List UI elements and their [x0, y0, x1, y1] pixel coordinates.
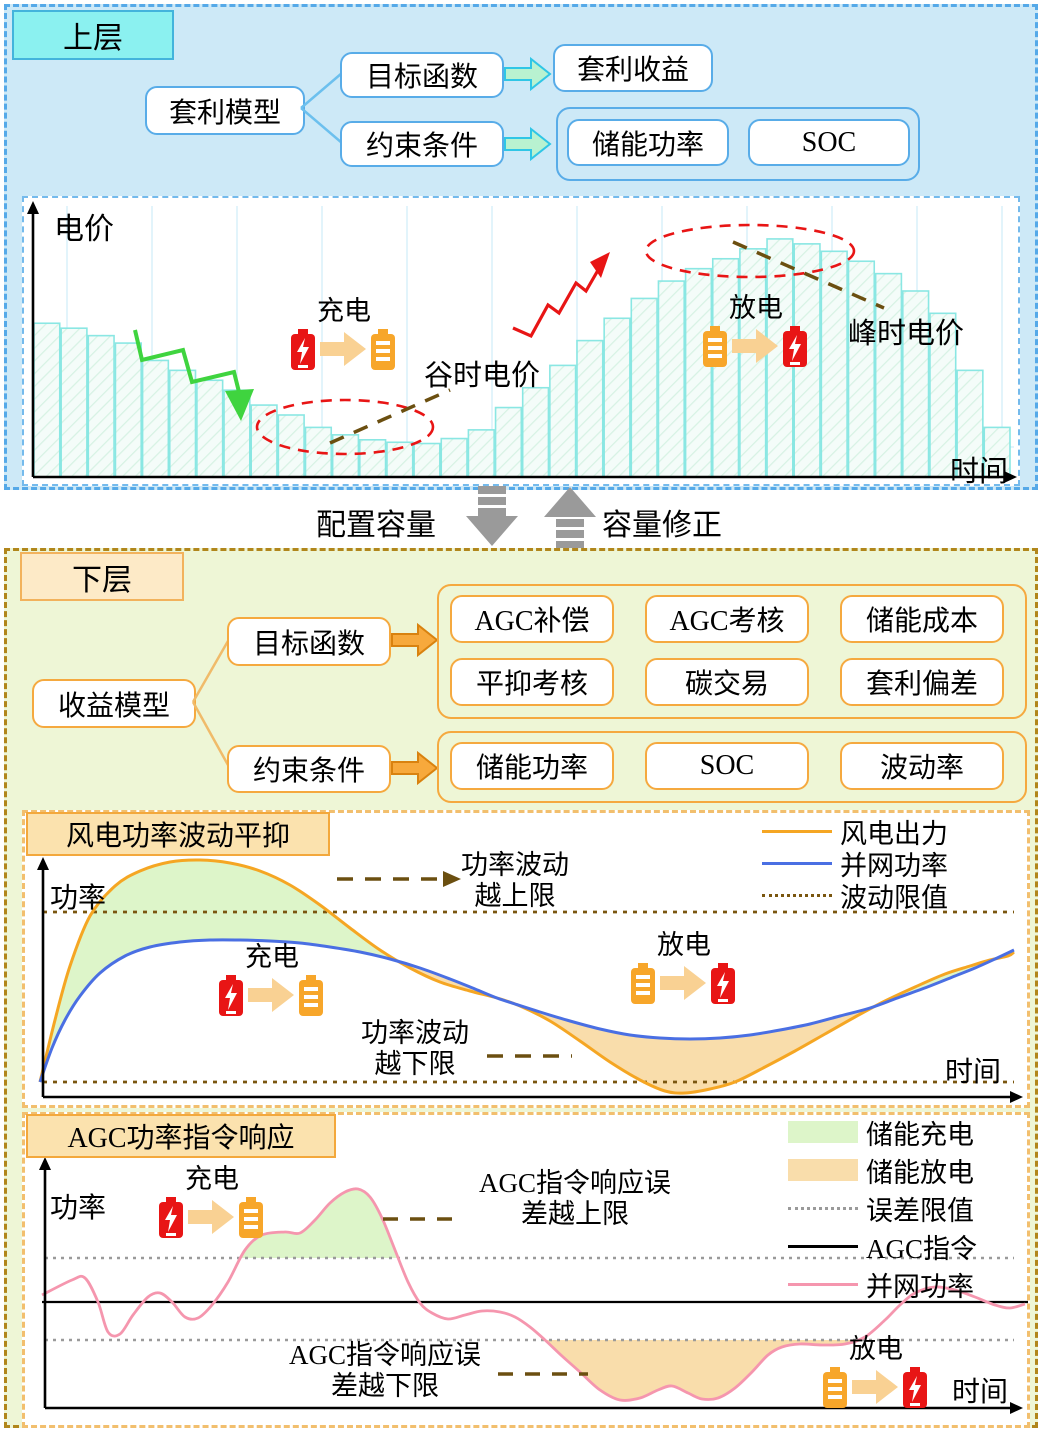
agc-ylabel: 功率 [50, 1193, 107, 1224]
upper-objective-label: 目标函数 [365, 62, 478, 93]
charge-label: 充电 [317, 296, 371, 326]
discharge-label: 放电 [657, 930, 711, 960]
charge-battery-icon [219, 975, 323, 1016]
wind-legend-item: 波动限值 [762, 879, 948, 913]
agc-chart [39, 1157, 1028, 1414]
storage-charge-swatch [788, 1121, 858, 1143]
objective-arbitrage-deviation-box: 套利偏差 [840, 658, 1004, 706]
agc-xlabel: 时间 [952, 1377, 1009, 1408]
charge-battery-icon [159, 1197, 263, 1238]
agc-legend-item: 储能放电 [788, 1154, 974, 1188]
arbitrage-revenue-box: 套利收益 [553, 44, 713, 92]
soc-box-upper: SOC [748, 119, 910, 166]
charge-battery-icon [291, 329, 395, 370]
capacity-config-label: 配置容量 [316, 509, 436, 542]
storage-discharge-swatch [788, 1159, 858, 1181]
wind-upper-annotation: 功率波动越上限 [461, 850, 569, 911]
lower-constraint-label: 约束条件 [252, 756, 365, 787]
storage-power-label-upper: 储能功率 [591, 129, 704, 161]
constraint-volatility-box: 波动率 [840, 742, 1004, 790]
agc-legend-item: AGC指令 [788, 1230, 977, 1264]
agc-upper-annotation: AGC指令响应误差越上限 [478, 1168, 671, 1229]
grid-power-line-swatch [762, 861, 832, 865]
soc-label-upper: SOC [801, 126, 857, 158]
upper-objective-box: 目标函数 [340, 52, 504, 98]
peak-price-label: 峰时电价 [848, 318, 965, 350]
wind-chart [37, 857, 1023, 1103]
charge-label: 充电 [185, 1164, 239, 1194]
wind-output-line-swatch [762, 829, 832, 833]
up-arrow-icon [544, 487, 596, 549]
lower-layer-label: 下层 [72, 563, 132, 597]
constraint-storage-power-box: 储能功率 [450, 742, 614, 790]
valley-price-label: 谷时电价 [424, 360, 541, 392]
lower-objective-box: 目标函数 [227, 617, 391, 666]
upper-connector-lines [300, 72, 343, 144]
objective-agc-compensation-box: AGC补偿 [450, 595, 614, 643]
upper-constraint-label: 约束条件 [365, 131, 478, 162]
lower-layer-tag: 下层 [20, 552, 184, 601]
objective-storage-cost-box: 储能成本 [840, 595, 1004, 643]
wind-discharge-group: 放电 [628, 930, 740, 1006]
grid-power-pink-swatch [788, 1282, 858, 1286]
fluctuation-limit-swatch [762, 893, 832, 897]
orange-arrow-icon [391, 750, 439, 786]
agc-legend-item: 储能充电 [788, 1116, 974, 1150]
capacity-correction-label: 容量修正 [602, 509, 722, 542]
arbitrage-revenue-label: 套利收益 [576, 55, 689, 86]
agc-command-swatch [788, 1244, 858, 1248]
lower-constraint-box: 约束条件 [227, 745, 391, 793]
discharge-label: 放电 [849, 1334, 903, 1364]
orange-arrow-icon [391, 622, 439, 658]
constraint-soc-box: SOC [645, 742, 809, 790]
objective-agc-assessment-box: AGC考核 [645, 595, 809, 643]
price-ylabel: 电价 [54, 213, 114, 246]
upper-layer-label: 上层 [63, 22, 123, 55]
discharge-battery-icon [631, 963, 735, 1004]
price-xlabel: 时间 [950, 456, 1009, 488]
revenue-model-label: 收益模型 [57, 690, 170, 722]
cyan-arrow-icon [504, 56, 552, 92]
error-limit-swatch [788, 1206, 858, 1210]
objectives-container [437, 584, 1027, 719]
price-charge-group: 充电 [288, 296, 400, 372]
agc-discharge-group: 放电 [820, 1334, 932, 1410]
price-chart [27, 201, 1017, 483]
agc-lower-annotation: AGC指令响应误差越下限 [288, 1340, 481, 1401]
down-arrow-icon [466, 486, 518, 546]
agc-chart-title: AGC功率指令响应 [26, 1114, 336, 1158]
storage-power-box-upper: 储能功率 [567, 119, 729, 166]
upper-layer-tag: 上层 [12, 10, 174, 60]
lower-objective-label: 目标函数 [252, 628, 365, 660]
wind-lower-annotation: 功率波动越下限 [361, 1018, 469, 1079]
capacity-arrows [466, 486, 596, 549]
objective-carbon-trading-box: 碳交易 [645, 658, 809, 706]
cyan-arrow-icon [504, 126, 552, 162]
agc-legend-item: 误差限值 [788, 1192, 974, 1226]
charge-label: 充电 [245, 942, 299, 972]
wind-chart-title: 风电功率波动平抑 [26, 812, 330, 856]
discharge-label: 放电 [729, 293, 783, 323]
wind-legend-item: 并网功率 [762, 847, 948, 881]
upper-constraints-container [556, 107, 920, 181]
wind-charge-group: 充电 [216, 942, 328, 1018]
wind-ylabel: 功率 [50, 883, 107, 914]
objective-smoothing-assessment-box: 平抑考核 [450, 658, 614, 706]
discharge-battery-icon [703, 326, 807, 367]
agc-legend-item: 并网功率 [788, 1268, 974, 1302]
lower-constraints-container [437, 731, 1027, 803]
agc-charge-group: 充电 [156, 1164, 268, 1240]
revenue-model-box: 收益模型 [32, 679, 196, 728]
price-discharge-group: 放电 [700, 293, 812, 369]
arbitrage-model-box: 套利模型 [145, 86, 305, 135]
arbitrage-model-label: 套利模型 [168, 97, 281, 129]
discharge-battery-icon [823, 1367, 927, 1408]
wind-legend-item: 风电出力 [762, 815, 948, 849]
upper-constraint-box: 约束条件 [340, 121, 504, 167]
wind-xlabel: 时间 [945, 1057, 1002, 1088]
lower-connector-lines [191, 640, 230, 766]
